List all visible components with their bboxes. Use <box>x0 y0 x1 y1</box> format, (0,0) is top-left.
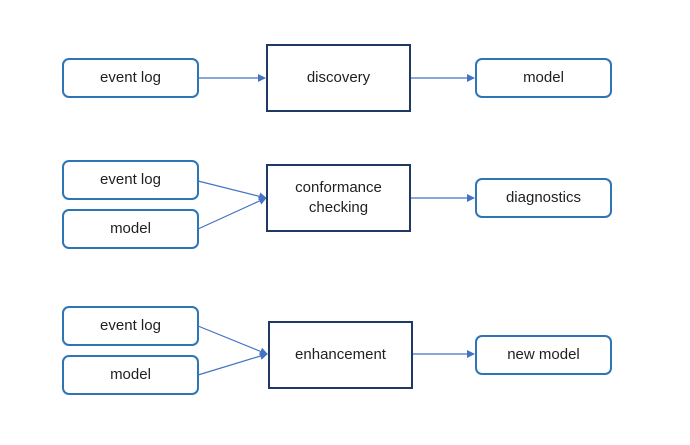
discovery-input-event-log: event log <box>62 58 199 98</box>
discovery-process-box: discovery <box>266 44 411 112</box>
arrow-event-log-to-enhancement <box>197 325 268 356</box>
arrow-model-to-conformance <box>197 197 267 230</box>
discovery-output-model: model <box>475 58 612 98</box>
enhancement-input-event-log: event log <box>62 306 199 346</box>
conformance-input-model-label: model <box>110 220 151 237</box>
conformance-output-diagnostics: diagnostics <box>475 178 612 218</box>
enhancement-process-label: enhancement <box>295 346 386 363</box>
conformance-input-log-label: event log <box>100 171 161 188</box>
conformance-process-label-line2: checking <box>308 199 369 216</box>
conformance-input-event-log: event log <box>62 160 199 200</box>
conformance-output-label: diagnostics <box>505 189 582 206</box>
enhancement-input-model: model <box>62 355 199 395</box>
conformance-process-label-line1: conformance <box>295 179 382 196</box>
enhancement-output-label: new model <box>507 346 580 363</box>
conformance-process-box: conformance checking <box>266 164 411 232</box>
enhancement-process-box: enhancement <box>268 321 413 389</box>
arrow-model-to-enhancement <box>197 352 268 376</box>
enhancement-input-model-label: model <box>110 366 151 383</box>
enhancement-input-log-label: event log <box>100 317 161 334</box>
enhancement-output-new-model: new model <box>475 335 612 375</box>
discovery-process-label: discovery <box>306 69 371 86</box>
discovery-output-label: model <box>523 69 564 86</box>
arrow-event-log-to-conformance <box>197 180 267 201</box>
conformance-input-model: model <box>62 209 199 249</box>
discovery-input-label: event log <box>100 69 161 86</box>
